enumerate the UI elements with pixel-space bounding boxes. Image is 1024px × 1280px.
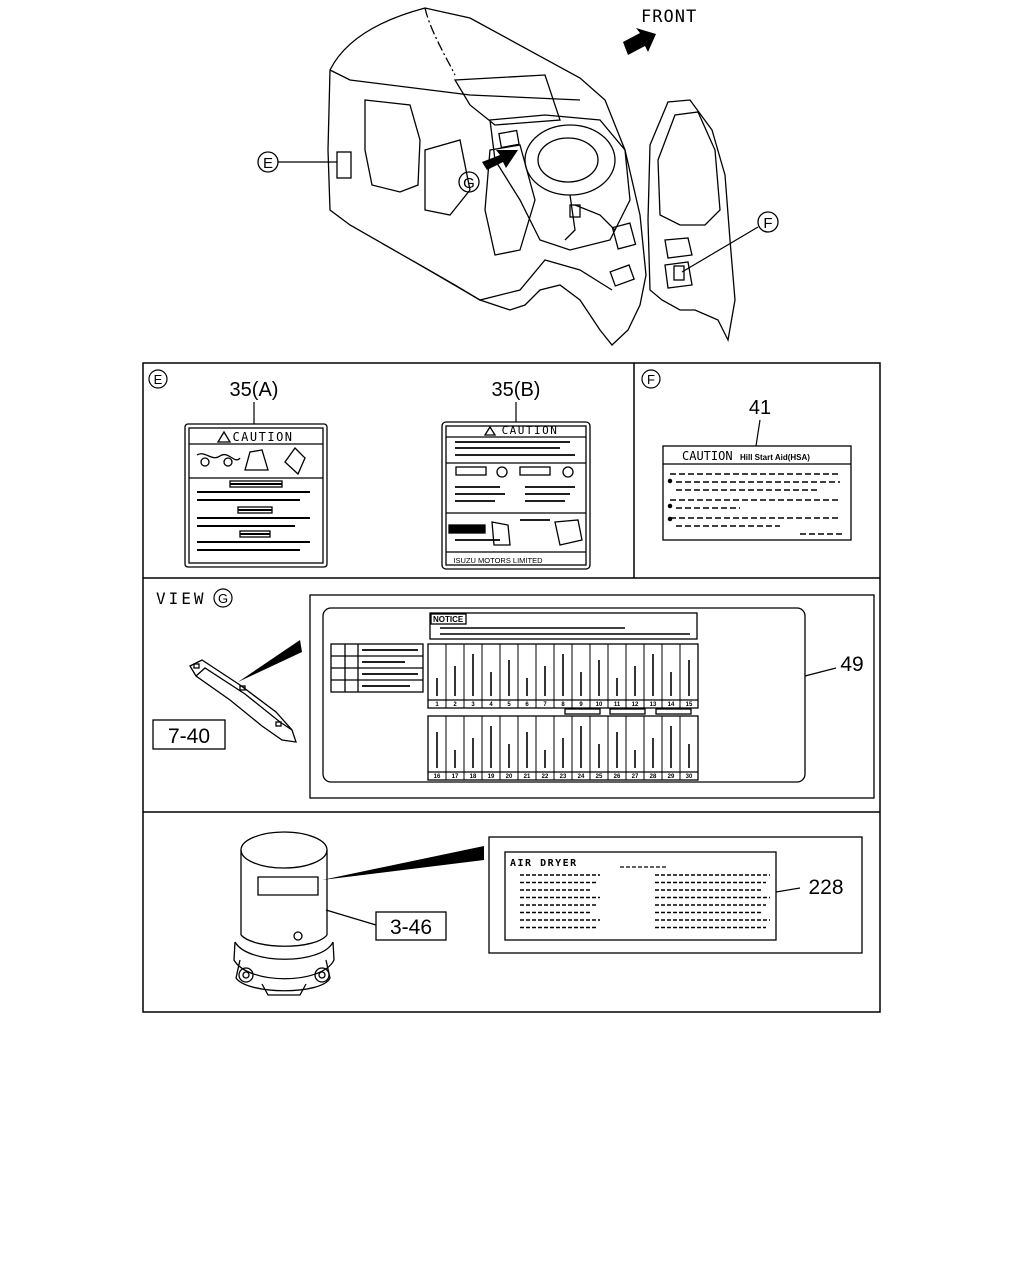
part-number-228: 228 — [808, 876, 843, 899]
front-label: FRONT — [641, 7, 697, 27]
panel-f: F 41 CAUTION Hill Start Aid(HSA) — [641, 369, 852, 541]
callout-f-letter: F — [763, 215, 772, 232]
fuse-number: 20 — [506, 774, 513, 780]
panel-e: E 35(A) — [148, 369, 591, 570]
air-dryer-header: AIR DRYER — [510, 858, 578, 869]
hsa-caution-label — [662, 445, 852, 541]
fuse-number: 29 — [668, 774, 675, 780]
fuse-number: 14 — [668, 702, 675, 708]
fuse-number: 11 — [614, 702, 621, 708]
fuse-number: 9 — [579, 702, 583, 708]
air-dryer-canister — [233, 831, 335, 996]
zoom-wedge — [238, 640, 302, 682]
caution-35b-header: CAUTION — [502, 424, 559, 437]
fuse-number: 16 — [434, 774, 441, 780]
fuse-label-49 — [309, 594, 875, 799]
fuse-number: 26 — [614, 774, 621, 780]
air-dryer-label — [488, 836, 863, 954]
view-label: VIEW — [156, 589, 207, 608]
view-g-circle-letter: G — [218, 591, 228, 606]
fuse-number: 27 — [632, 774, 639, 780]
part-number-41: 41 — [749, 397, 771, 419]
fuse-number: 5 — [507, 702, 511, 708]
fuse-number: 25 — [596, 774, 603, 780]
fuse-number: 6 — [525, 702, 529, 708]
fuse-notice-label: NOTICE — [433, 615, 464, 624]
caution-35b-footer: ISUZU MOTORS LIMITED — [453, 556, 543, 565]
ref-part-3-46: 3-46 — [390, 916, 432, 939]
part-number-35a: 35(A) — [230, 379, 279, 401]
fuse-number: 15 — [686, 702, 693, 708]
fuse-number: 12 — [632, 702, 639, 708]
part-number-35b: 35(B) — [492, 379, 541, 401]
fuse-number: 4 — [489, 702, 493, 708]
callout-e-letter: E — [263, 155, 273, 172]
air-dryer-zoom-wedge — [322, 846, 484, 880]
fuse-number: 17 — [452, 774, 459, 780]
panel-e-circle-letter: E — [154, 372, 163, 387]
ref-part-7-40: 7-40 — [168, 725, 210, 748]
caution-label-35b — [441, 421, 591, 570]
hsa-caution-subheader: Hill Start Aid(HSA) — [740, 453, 810, 462]
fuse-number: 13 — [650, 702, 657, 708]
fuse-number: 22 — [542, 774, 549, 780]
fuse-number: 18 — [470, 774, 477, 780]
part-number-49: 49 — [840, 653, 863, 676]
callout-g-letter: G — [463, 175, 475, 192]
hsa-caution-header: CAUTION — [682, 449, 733, 463]
view-g-arrow — [482, 150, 518, 170]
fuse-number: 10 — [596, 702, 603, 708]
panel-air-dryer: 3-46 AIR DRYER 228 — [233, 831, 863, 996]
fuse-number: 30 — [686, 774, 693, 780]
caution-35a-header: CAUTION — [232, 430, 293, 444]
caution-label-35a — [184, 423, 328, 568]
fuse-number: 23 — [560, 774, 567, 780]
fuse-number: 21 — [524, 774, 531, 780]
lid-part — [189, 659, 297, 743]
callout-e: E — [257, 151, 337, 173]
fuse-number: 24 — [578, 774, 585, 780]
fuse-number: 19 — [488, 774, 495, 780]
callout-f: F — [681, 211, 779, 273]
fuse-number: 7 — [543, 702, 547, 708]
fuse-number: 2 — [453, 702, 457, 708]
panel-frame — [142, 362, 881, 1013]
fuse-number: 3 — [471, 702, 475, 708]
cab-illustration — [327, 7, 736, 346]
ref-7-40-box — [152, 719, 226, 750]
callout-g: G — [458, 171, 480, 193]
fuse-number: 1 — [435, 702, 439, 708]
fuse-number: 8 — [561, 702, 565, 708]
fuse-number: 28 — [650, 774, 657, 780]
ref-3-46-box — [375, 911, 447, 941]
front-arrow — [623, 28, 656, 55]
panel-f-circle-letter: F — [647, 372, 655, 387]
panel-view-g: VIEW G 7-40 — [152, 588, 875, 799]
